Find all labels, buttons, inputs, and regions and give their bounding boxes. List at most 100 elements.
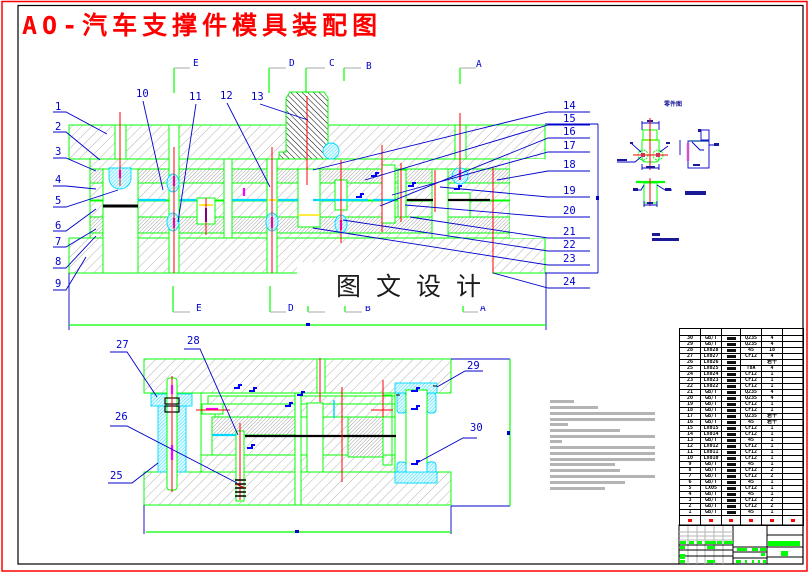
callout-20: 20 [404,204,590,218]
guide-pin [223,158,233,239]
remarks [783,342,804,347]
svg-text:23: 23 [563,253,576,265]
remarks [783,390,804,395]
callout-15: 15 [364,113,590,181]
illegible-name [726,343,736,346]
part-detail-title: 零件图 [663,100,682,108]
callout-10: 10 [136,88,164,191]
remarks [783,444,804,449]
part-name [722,366,741,371]
illegible-annotation [652,238,679,241]
header-marker [783,516,804,525]
part-code: GB/T [701,510,722,515]
callout-22: 22 [342,219,590,252]
section-marker-e-top: E [173,58,199,81]
svg-text:29: 29 [467,360,480,372]
part-code: GB/T [701,396,722,401]
callout-8: 8 [53,235,97,269]
quantity: 4 [762,390,783,395]
illegible-name [726,361,736,364]
part-name [722,462,741,467]
part-name [722,336,741,341]
part-name [722,402,741,407]
quantity: 4 [762,354,783,359]
part-name [722,348,741,353]
illegible-name [726,385,736,388]
callout-28: 28 [184,335,239,436]
part-code: LX012 [701,444,722,449]
guide-post [405,389,428,484]
item-number: 7 [680,474,701,479]
illegible-name [726,481,736,484]
remarks [783,420,804,425]
item-number: 8 [680,468,701,473]
svg-text:24: 24 [563,276,576,288]
material: 45 [741,462,762,467]
callout-7: 7 [53,228,97,248]
illegible-name [726,367,736,370]
quantity: 若干 [762,414,783,419]
remarks [783,432,804,437]
quantity: 1 [762,384,783,389]
watermark-background [297,262,492,306]
item-number: 28 [680,348,701,353]
callout-18: 18 [496,159,590,181]
svg-text:E: E [193,58,199,69]
punch [278,91,329,160]
item-number: 14 [680,432,701,437]
quantity: 2 [762,498,783,503]
callout-13: 13 [251,91,309,121]
remarks [783,372,804,377]
quantity: 18 [762,348,783,353]
illegible-name [726,397,736,400]
spring [235,479,246,497]
material: T8A [741,366,762,371]
item-number: 18 [680,408,701,413]
quantity: 4 [762,396,783,401]
item-number: 12 [680,444,701,449]
part-name [722,432,741,437]
callout-21: 21 [409,216,590,239]
part-name [722,456,741,461]
material: 45 [741,510,762,515]
item-number: 1 [680,510,701,515]
bom-blank-row [680,329,804,336]
part-code: GB/T [701,420,722,425]
illegible-name [726,457,736,460]
drawing-frame [17,4,804,565]
part-code: GB/T [701,462,722,467]
part-name [722,474,741,479]
callout-3: 3 [53,146,97,172]
callout-14: 14 [312,100,590,171]
illegible-name [726,337,736,340]
illegible-name [726,427,736,430]
part-code: GB/T [701,438,722,443]
section-marker-c-top: C [305,58,335,81]
item-number: 3 [680,498,701,503]
illegible-name [726,505,736,508]
part-code: LX011 [701,450,722,455]
remarks [783,492,804,497]
svg-text:15: 15 [563,113,576,125]
quantity: 1 [762,408,783,413]
item-number: 19 [680,402,701,407]
illegible-name [726,349,736,352]
material: Cr12 [741,456,762,461]
item-number: 13 [680,438,701,443]
quantity: 1 [762,438,783,443]
quantity: 1 [762,378,783,383]
item-number: 29 [680,342,701,347]
illegible-name [726,409,736,412]
illegible-name [726,433,736,436]
